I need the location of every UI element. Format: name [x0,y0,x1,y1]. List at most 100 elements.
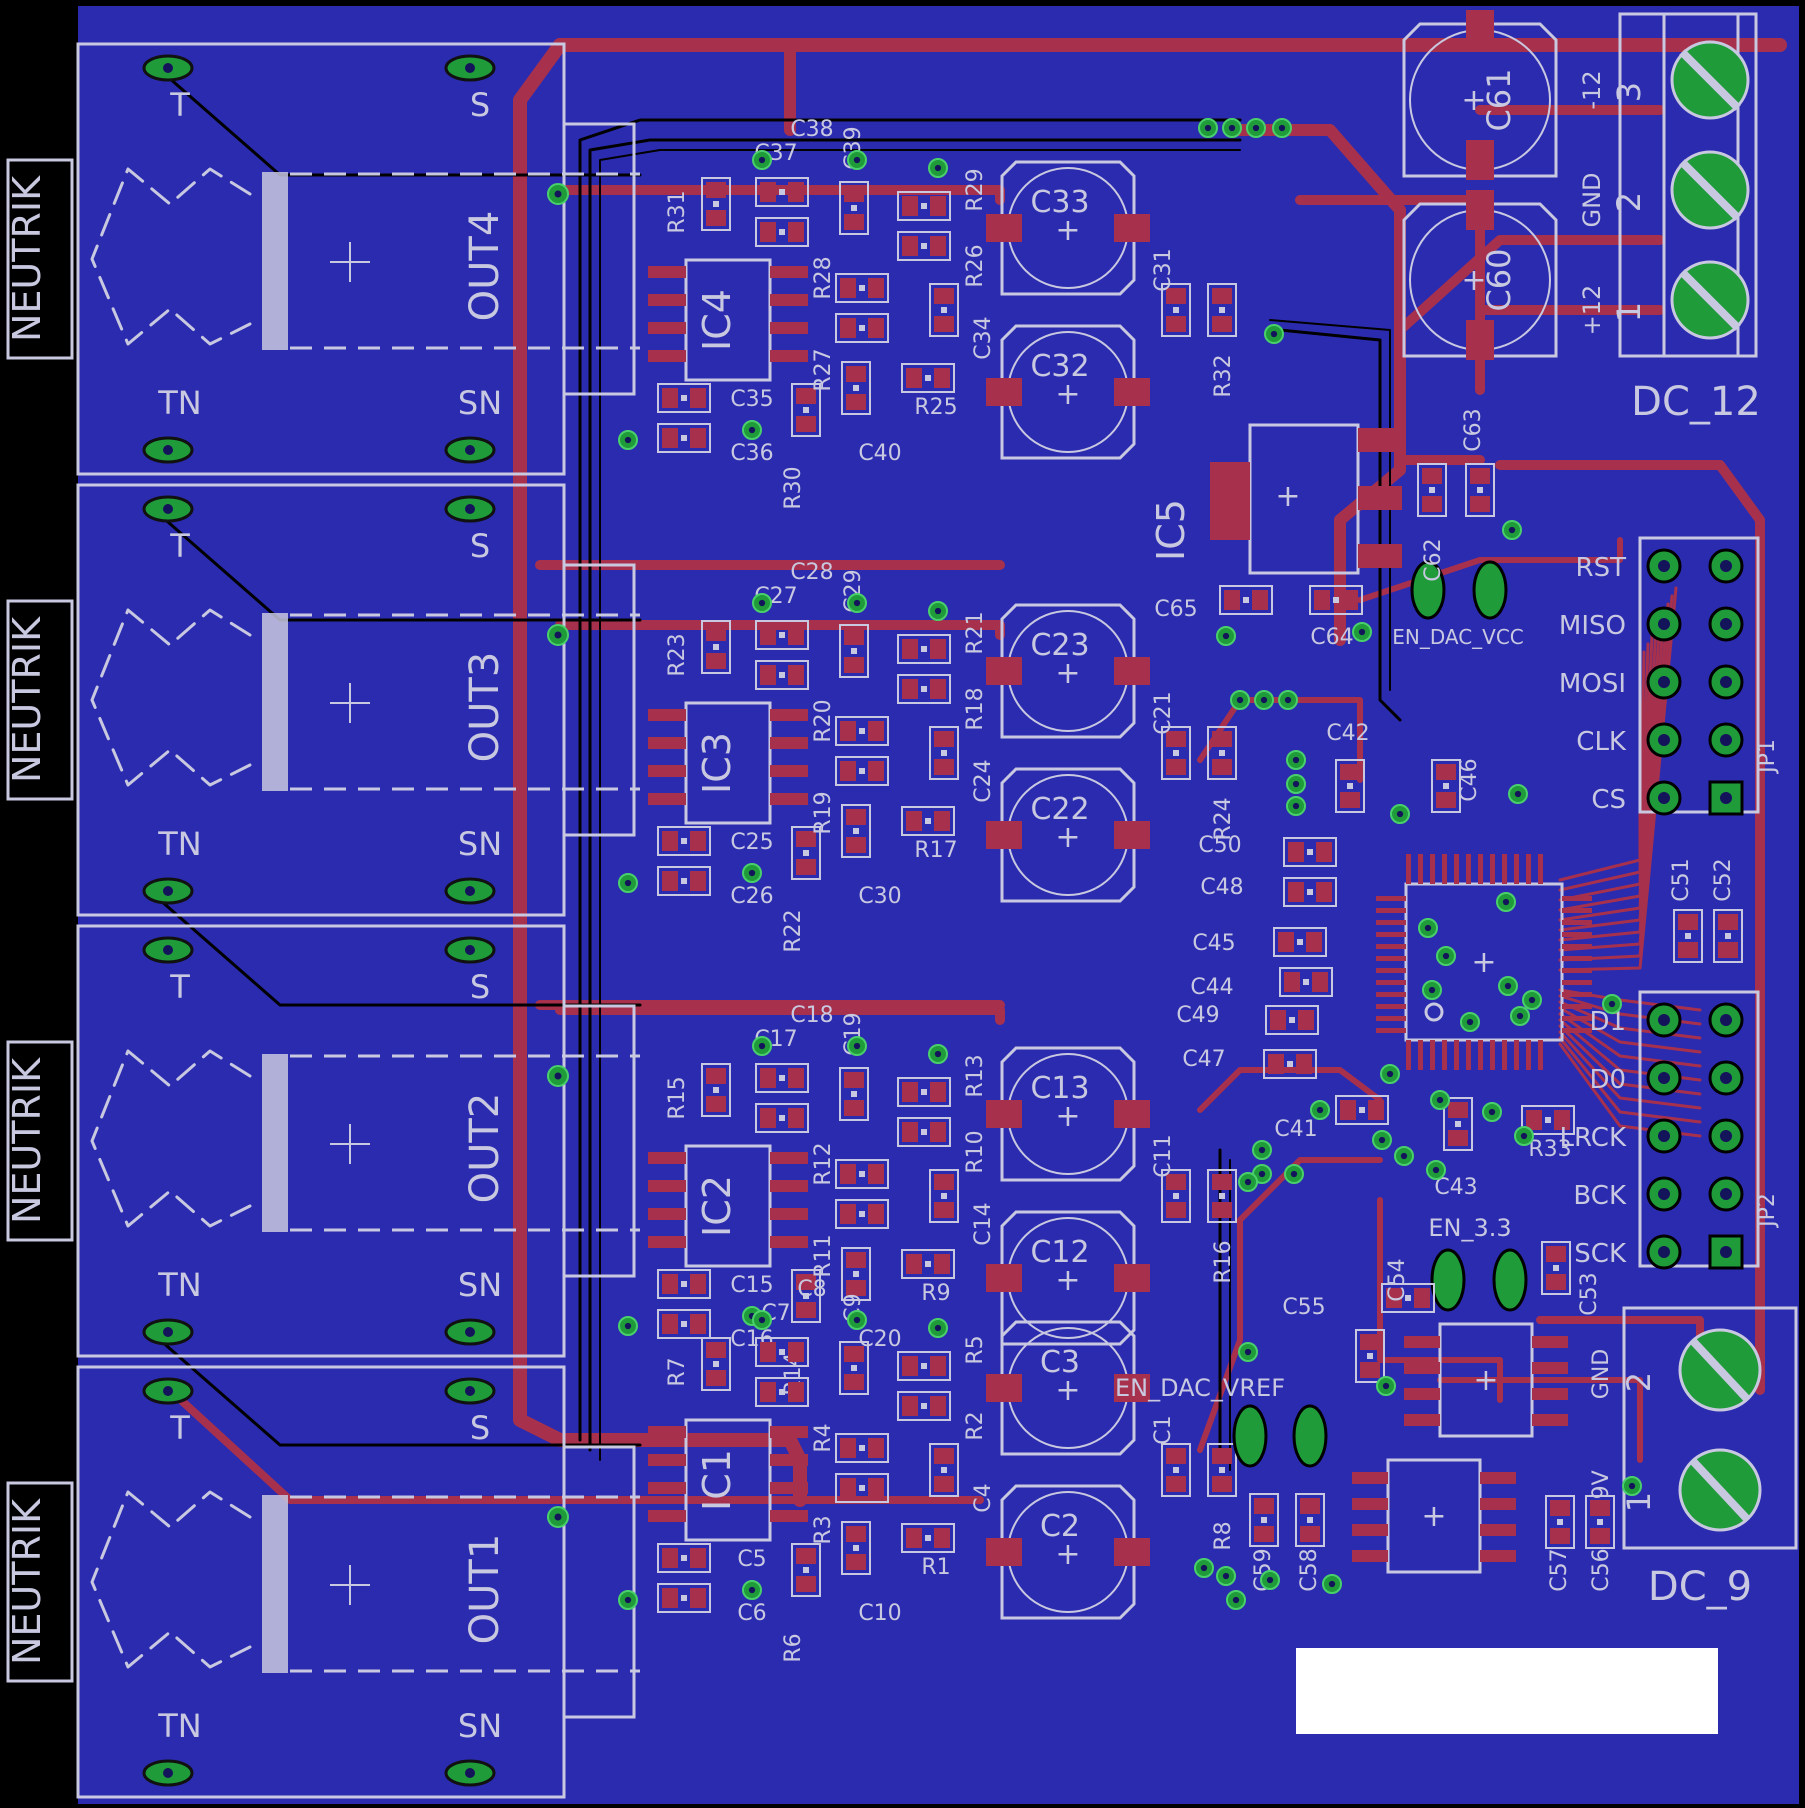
via-hole [1466,1018,1474,1026]
jp2-pin-hole [1720,1246,1732,1258]
qfp-pin1-mark [1424,1002,1444,1022]
smd-mark [1359,1107,1365,1113]
smd-pad [902,1122,918,1142]
opamp-pin [770,1152,808,1164]
qfp-pin [1430,854,1435,884]
en33-label: EN_3.3 [1428,1214,1511,1242]
via-hole [554,1513,562,1521]
smd [1541,1241,1571,1295]
brand-box [6,158,74,360]
smd-pad [1312,972,1328,992]
component-label: C10 [858,1601,901,1626]
smd-pad [1448,1130,1468,1146]
mcu-cap-label: C45 [1192,931,1235,956]
via-hole [748,426,756,434]
trace [1197,1157,1383,1453]
smd [1161,1443,1191,1497]
component-label: C20 [858,1327,901,1352]
vref-pad [1292,1404,1328,1468]
vref-pad [1232,1404,1268,1468]
smd [1207,283,1237,337]
jp2-pin-hole [1720,1188,1732,1200]
smd-mark [921,686,927,692]
smd-pad [902,196,918,216]
component-label: R4 [811,1423,836,1452]
via-hole [758,156,766,164]
component-label: C25 [730,830,773,855]
smd-pad [690,1588,706,1608]
opamp-pin [770,737,808,749]
smd [791,826,821,880]
via-hole [1436,1096,1444,1104]
smd-pad [906,368,922,388]
smd [835,1159,889,1189]
via-hole [1270,330,1278,338]
brand-box [6,599,74,801]
smd-mark [1405,1295,1411,1301]
smd-pad [1360,1334,1380,1350]
via-hole [1260,696,1268,704]
component-label: R9 [921,1281,950,1306]
smd-outline [755,177,809,207]
via-hole [1358,628,1366,636]
smd-outline [1335,1095,1389,1125]
electrolytic-plus: + [1055,820,1080,855]
smd-pad [760,1108,776,1128]
smd-outline [1545,1495,1575,1549]
smd-outline [901,1249,955,1279]
smd-mark [681,1281,687,1287]
smd-pad [844,1346,864,1362]
via-hole [853,156,861,164]
jack-pin-sn: SN [458,1707,502,1745]
smd-pad [690,428,706,448]
via-hole [934,607,942,615]
smd-pad [788,222,804,242]
via-hole [1608,1000,1616,1008]
mcu-cap-label: C52 [1711,858,1736,901]
smd-pad [930,236,946,256]
smd [701,620,731,674]
smd-pad [796,416,816,432]
smd-pad [1470,468,1490,484]
component-label: R25 [914,395,957,420]
smd-mark [1219,1193,1225,1199]
via-hole [934,1050,942,1058]
jp1-pin-hole [1658,618,1670,630]
smd-outline [1381,1283,1435,1313]
smd [897,1391,951,1421]
opamp-pin [648,1180,686,1192]
smd-outline [791,826,821,880]
jack-pin-sn: SN [458,1266,502,1304]
smd [657,1583,711,1613]
smd-outline [1673,909,1703,963]
component-label: R1 [921,1555,950,1580]
via-hole [624,1596,632,1604]
smd-outline [701,1337,731,1391]
via-hole [1222,1572,1230,1580]
smd-pad [934,759,954,775]
smd [755,1103,809,1133]
smd-pad [844,214,864,230]
smd-outline [841,361,871,415]
smd-mark [1347,783,1353,789]
component-label: C6 [737,1601,766,1626]
smd [841,361,871,415]
smd-pad [930,1082,946,1102]
smd-mark [921,1403,927,1409]
smd-pad [706,1370,726,1386]
smd-pad [930,639,946,659]
smd-pad [930,1122,946,1142]
smd [1249,1493,1279,1547]
smd [835,1199,889,1229]
jack-name: OUT3 [462,652,508,763]
qfp-pin [1562,1028,1592,1033]
electrolytic-name: C12 [1030,1235,1089,1270]
qfp-pin [1562,920,1592,925]
smd-mark [859,728,865,734]
qfp-pin [1538,854,1543,884]
jack-pin-tn: TN [157,384,201,422]
